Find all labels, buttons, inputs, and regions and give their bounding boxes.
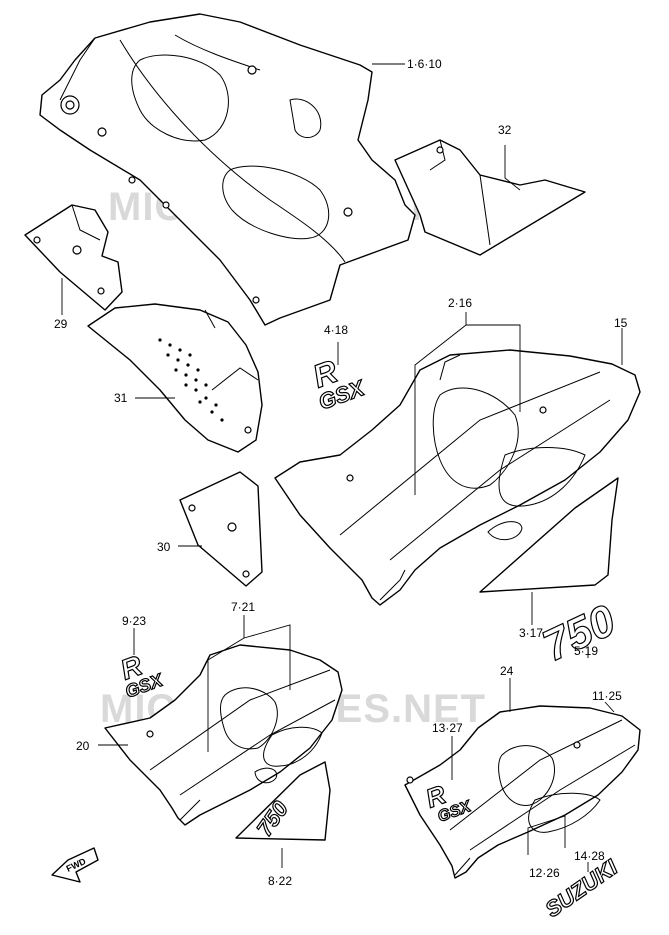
callout-11-25: 11·25 [592, 689, 622, 703]
callout-13-27: 13·27 [432, 721, 463, 735]
callout-24: 24 [500, 664, 514, 678]
part-3-side-panel [479, 477, 619, 593]
callout-31: 31 [114, 391, 128, 405]
callout-9-23: 9·23 [122, 614, 146, 628]
callout-15: 15 [614, 316, 628, 330]
callout-7-21: 7·21 [231, 600, 255, 614]
callout-1-6-10: 1·6·10 [407, 57, 442, 71]
callout-30: 30 [157, 540, 171, 554]
callout-labels: 1·6·10 32 29 2·16 15 4·18 31 30 3·17 9·2… [54, 57, 628, 888]
part-31-inner-fender [87, 303, 263, 453]
callout-12-26: 12·26 [529, 866, 560, 880]
part-30-plate [179, 471, 263, 587]
callout-8-22: 8·22 [268, 874, 292, 888]
callout-4-18: 4·18 [324, 323, 348, 337]
decal-750-large: 750 [535, 595, 624, 672]
leader-lines [61, 63, 623, 872]
callout-14-28: 14·28 [574, 849, 605, 863]
part-29-side-bracket [24, 204, 123, 311]
fwd-arrow-icon: FWD [51, 847, 99, 883]
right-lower-cowling-small [404, 705, 641, 879]
left-lower-cowling [104, 644, 343, 826]
upper-cowling [39, 13, 416, 326]
callout-3-17: 3·17 [519, 626, 543, 640]
right-lower-cowling [274, 349, 641, 606]
callout-29: 29 [54, 317, 68, 331]
decal-750-text-large: 750 [536, 595, 624, 671]
decal-suzuki-text: SUZUKI [541, 854, 623, 922]
callout-5-19: 5·19 [574, 644, 598, 658]
decal-suzuki: SUZUKI [540, 854, 623, 923]
part-32-inner-panel [394, 139, 586, 256]
callout-32: 32 [498, 123, 512, 137]
vent-holes [158, 338, 224, 422]
callout-2-16: 2·16 [448, 296, 472, 310]
part-8-side-panel: 750 [235, 761, 331, 841]
callout-20: 20 [76, 739, 90, 753]
